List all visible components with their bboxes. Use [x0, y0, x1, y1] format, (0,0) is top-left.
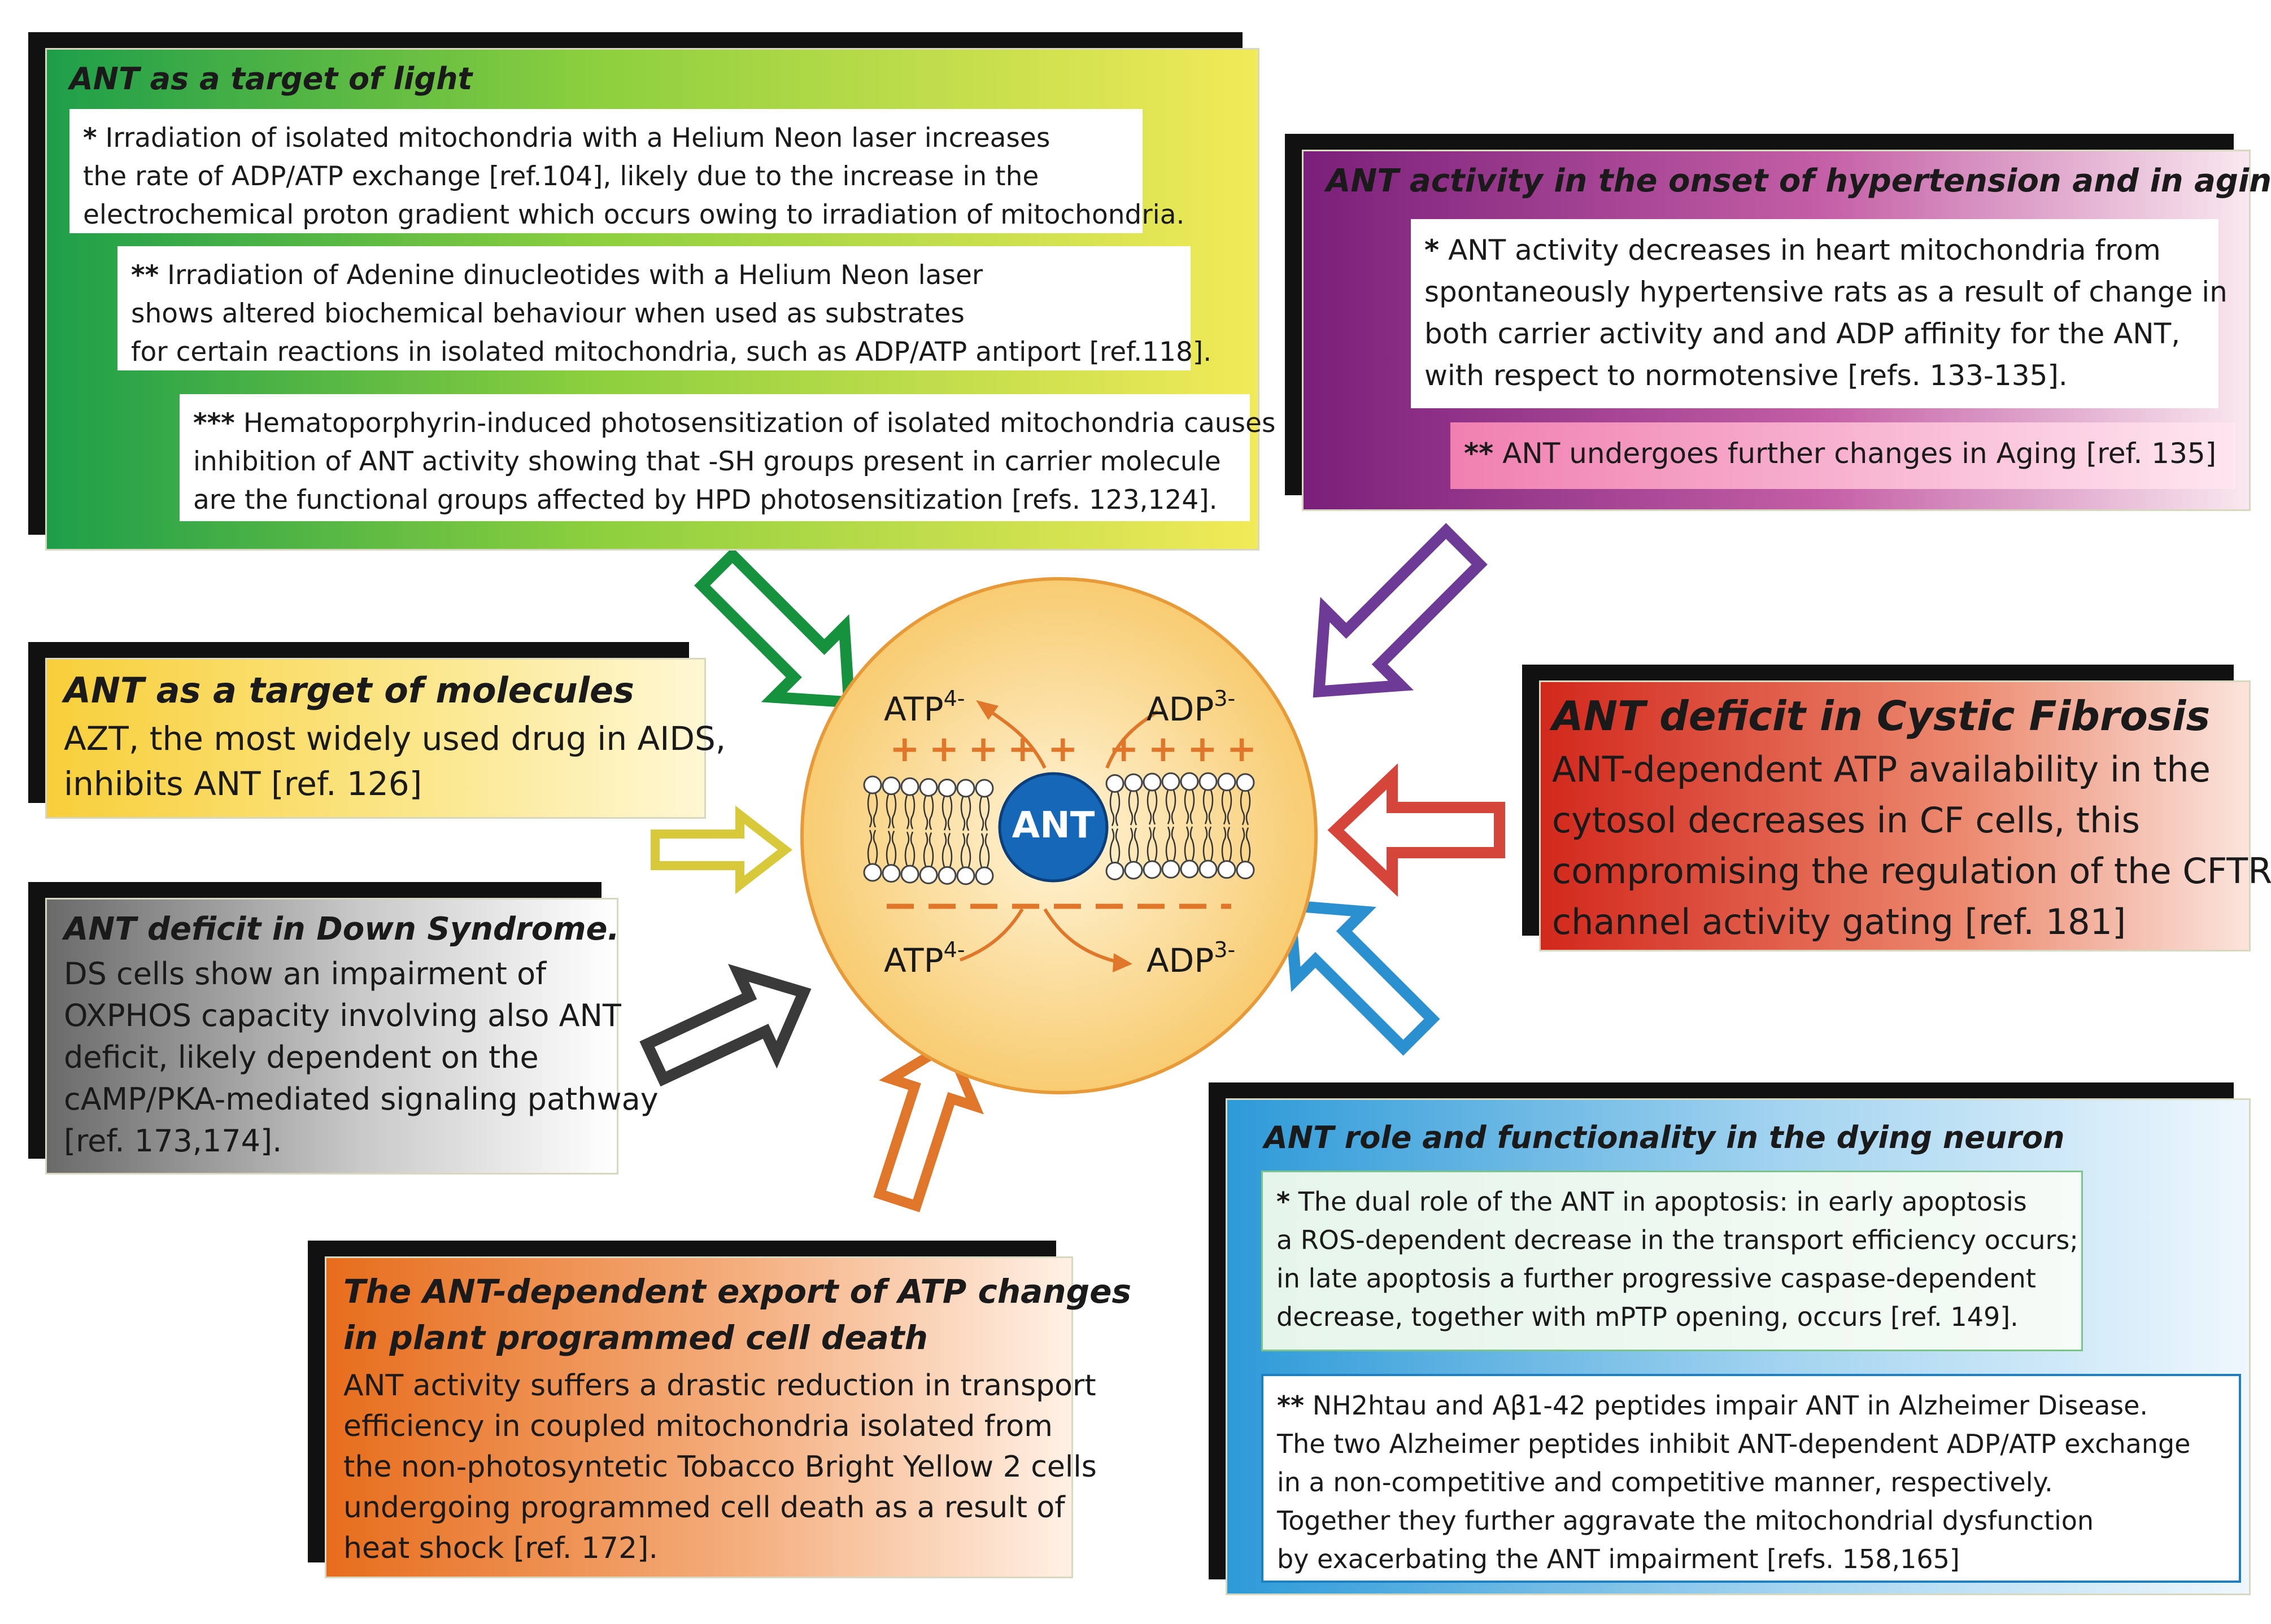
panel-hypertension-title: ANT activity in the onset of hypertensio…: [1326, 163, 2271, 199]
neuron-item-2: ** NH2htau and Aβ1-42 peptides impair AN…: [1261, 1374, 2241, 1583]
arrow-from-light: [694, 547, 856, 709]
light-item-3: *** Hematoporphyrin-induced photosensiti…: [180, 394, 1275, 521]
panel-cystic-fibrosis: ANT deficit in Cystic Fibrosis ANT-depen…: [1539, 680, 2271, 951]
panel-molecules: ANT as a target of molecules AZT, the mo…: [45, 658, 726, 819]
panel-light: ANT as a target of light * Irradiation o…: [45, 48, 1275, 551]
hypertension-item-1: * ANT activity decreases in heart mitoch…: [1411, 219, 2228, 408]
panel-molecules-title: ANT as a target of molecules: [64, 670, 634, 711]
ant-carrier: [998, 772, 1109, 883]
panel-down-title: ANT deficit in Down Syndrome.: [64, 911, 620, 948]
panel-down-syndrome: ANT deficit in Down Syndrome. DS cells s…: [45, 898, 659, 1175]
atp-top-label: ATP4-: [884, 686, 965, 728]
panel-molecules-text: AZT, the most widely used drug in AIDS,i…: [64, 719, 726, 803]
light-item-1: * Irradiation of isolated mitochondria w…: [69, 109, 1184, 233]
lipid-bilayer: [863, 772, 1255, 885]
panel-hypertension: ANT activity in the onset of hypertensio…: [1302, 150, 2271, 511]
plus-charges-right: + ++++: [1048, 728, 1266, 770]
hypertension-item-2: ** ANT undergoes further changes in Agin…: [1450, 422, 2235, 489]
neuron-item-1: * The dual role of the ANT in apoptosis:…: [1261, 1171, 2083, 1351]
panel-light-title: ANT as a target of light: [69, 61, 473, 97]
arrow-from-hypertension: [1313, 523, 1488, 698]
adp-bottom-label: ADP3-: [1147, 937, 1236, 980]
panel-plant-text: ANT activity suffers a drastic reduction…: [343, 1369, 1097, 1565]
panel-cystic-title: ANT deficit in Cystic Fibrosis: [1552, 692, 2211, 740]
arrow-from-molecules: [651, 805, 793, 894]
adp-top-label: ADP3-: [1147, 686, 1236, 728]
panel-neuron: ANT role and functionality in the dying …: [1226, 1098, 2251, 1595]
panel-neuron-title: ANT role and functionality in the dying …: [1264, 1120, 2065, 1155]
arrow-from-cystic-fibrosis: [1327, 763, 1505, 897]
light-item-2: ** Irradiation of Adenine dinucleotides …: [117, 246, 1211, 370]
arrow-from-neuron: [1283, 899, 1440, 1056]
plus-charges-left: ++++: [890, 728, 1047, 770]
ant-label: ANT: [1012, 805, 1095, 846]
arrow-from-down-syndrome: [639, 964, 812, 1087]
atp-bottom-label: ATP4-: [884, 937, 965, 980]
